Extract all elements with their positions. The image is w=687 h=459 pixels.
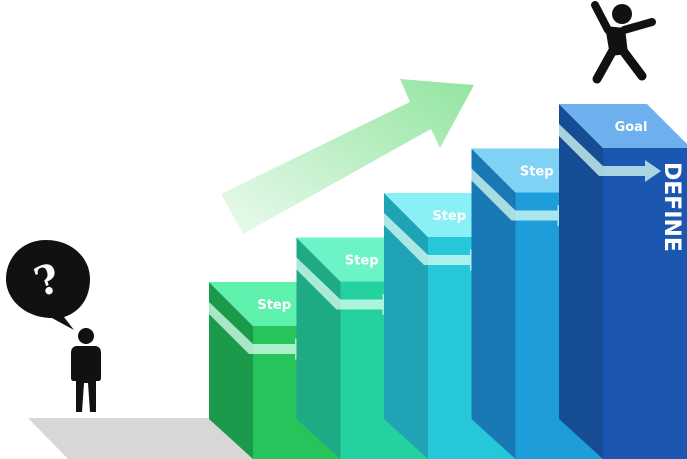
step-side-face [559, 104, 603, 459]
step-top-label: Step 1 [257, 298, 304, 313]
step-side-face [471, 148, 516, 459]
person-head [78, 328, 94, 344]
step-action-label: DEFINE [659, 162, 684, 252]
celebrating-person-right-arm [620, 18, 656, 34]
step-side-face [384, 193, 428, 459]
step-side-face [209, 282, 253, 459]
step-arrow-icon [209, 302, 311, 360]
step-top-face [559, 104, 687, 148]
step-top-label: Goal [615, 120, 648, 135]
step-front-face [603, 148, 687, 459]
step-arrow-icon [559, 124, 661, 182]
progress-arrow [221, 79, 474, 234]
celebrating-person-left-arm [591, 1, 612, 34]
celebrating-person-right-leg [619, 47, 647, 81]
celebrating-person-left-leg [592, 47, 617, 84]
step-top-label: Step 4 [520, 165, 567, 180]
speech-bubble [6, 240, 90, 330]
step-arrow-icon [384, 213, 486, 271]
celebrating-person-head [612, 4, 632, 24]
floor-shadow [28, 418, 258, 459]
staircase: Step 1MAPStep 2SIMULATEStep 3ASSESSStep … [209, 104, 687, 459]
confused-person: ? [6, 240, 101, 412]
person-body [71, 346, 101, 412]
step-top-label: Step 2 [345, 254, 392, 269]
step-top-label: Step 3 [432, 209, 479, 224]
step-arrow-icon [296, 257, 399, 316]
step-arrow-icon [471, 168, 574, 227]
celebrating-person [591, 1, 656, 84]
